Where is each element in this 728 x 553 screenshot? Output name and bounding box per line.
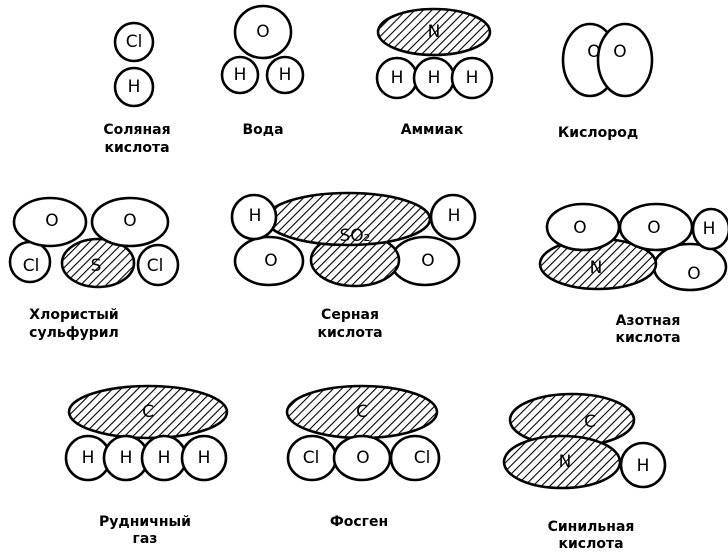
molecule-caption: Вода bbox=[242, 122, 283, 138]
atom-symbol: H bbox=[428, 68, 441, 88]
molecule-9: C Cl O Cl bbox=[285, 384, 441, 482]
atom-symbol: O bbox=[421, 251, 434, 271]
atom-symbol: H bbox=[249, 206, 262, 226]
molecule-caption: Хлористый bbox=[29, 307, 118, 323]
atom-symbol: H bbox=[448, 206, 461, 226]
atom bbox=[389, 434, 441, 482]
molecule-caption: Азотная bbox=[616, 313, 681, 329]
atom-symbol: H bbox=[466, 68, 479, 88]
atom bbox=[265, 55, 305, 95]
molecule-caption: кислота bbox=[615, 330, 680, 346]
atom-symbol: SO₂ bbox=[340, 226, 371, 246]
molecule-caption: кислота bbox=[558, 536, 623, 552]
hatched-atom bbox=[376, 7, 492, 57]
atom-symbol: O bbox=[45, 211, 58, 231]
atom-symbol: H bbox=[703, 219, 716, 239]
atom-symbol: N bbox=[590, 258, 603, 278]
atom-symbol: H bbox=[158, 448, 171, 468]
atom bbox=[619, 441, 667, 489]
atom-symbol: Cl bbox=[23, 256, 40, 276]
molecule-6: SO₂ H H O O bbox=[230, 191, 477, 288]
atom-symbol: C bbox=[142, 402, 154, 422]
atom-symbol: H bbox=[279, 65, 292, 85]
atom-symbol: C bbox=[584, 412, 596, 432]
atom bbox=[233, 4, 293, 60]
atom bbox=[450, 56, 494, 100]
atom-symbol: O bbox=[687, 264, 700, 284]
atom-symbol: Cl bbox=[414, 448, 431, 468]
atom-symbol: O bbox=[573, 218, 586, 238]
molecule-caption: Соляная bbox=[103, 122, 170, 138]
molecule-2: O H H bbox=[220, 4, 305, 95]
atom-symbol: H bbox=[234, 65, 247, 85]
molecule-8: C H H H H bbox=[64, 384, 229, 482]
molecule-caption: кислота bbox=[104, 140, 169, 156]
atom-symbol: H bbox=[120, 448, 133, 468]
atom-symbol: Cl bbox=[126, 32, 143, 52]
molecule-3: N H H H bbox=[375, 7, 494, 100]
atom bbox=[90, 196, 170, 248]
atom-symbol: H bbox=[391, 68, 404, 88]
molecule-caption: Фосген bbox=[330, 514, 388, 530]
atom bbox=[233, 235, 305, 287]
molecule-10: CN H bbox=[502, 392, 667, 490]
atom bbox=[113, 66, 155, 108]
molecule-caption: Рудничный bbox=[99, 514, 191, 530]
hatched-atom bbox=[60, 237, 136, 289]
atom bbox=[429, 193, 477, 241]
molecule-caption: сульфурил bbox=[29, 325, 119, 341]
atom-symbol: H bbox=[637, 456, 650, 476]
atom-symbol: H bbox=[198, 448, 211, 468]
atom-symbol: S bbox=[91, 256, 102, 276]
atom bbox=[180, 434, 228, 482]
atom-symbol: H bbox=[128, 77, 141, 97]
atom-symbol: C bbox=[356, 402, 368, 422]
molecule-caption: Серная bbox=[321, 307, 379, 323]
caption-layer: Соляная кислота Вода Аммиак КислородХлористы… bbox=[29, 122, 680, 552]
atom bbox=[596, 22, 654, 98]
atom-symbol: O bbox=[356, 448, 369, 468]
atom-symbol: O bbox=[264, 251, 277, 271]
molecule-1: ClH bbox=[113, 21, 155, 108]
atom-symbol: O bbox=[123, 211, 136, 231]
atom-symbol: O bbox=[256, 22, 269, 42]
atom-symbol: O bbox=[587, 42, 600, 62]
molecule-caption: кислота bbox=[317, 325, 382, 341]
atom-symbol: O bbox=[613, 42, 626, 62]
atom bbox=[12, 196, 88, 248]
atom-symbol: H bbox=[82, 448, 95, 468]
molecule-caption: Синильная bbox=[548, 519, 635, 535]
atom-symbol: O bbox=[647, 218, 660, 238]
atom-symbol: N bbox=[428, 22, 441, 42]
atom-symbol: N bbox=[559, 452, 572, 472]
atom bbox=[691, 207, 728, 251]
molecule-5: O O Cl S Cl bbox=[8, 196, 180, 289]
atom bbox=[136, 243, 180, 287]
hatched-atom bbox=[67, 384, 229, 440]
molecule-caption: газ bbox=[133, 531, 158, 547]
atom-symbol: Cl bbox=[303, 448, 320, 468]
atom bbox=[230, 193, 278, 241]
atom bbox=[113, 21, 155, 63]
molecule-caption: Кислород bbox=[558, 125, 638, 141]
atom-symbol: Cl bbox=[147, 256, 164, 276]
atom bbox=[220, 55, 260, 95]
molecule-caption: Аммиак bbox=[401, 122, 464, 138]
